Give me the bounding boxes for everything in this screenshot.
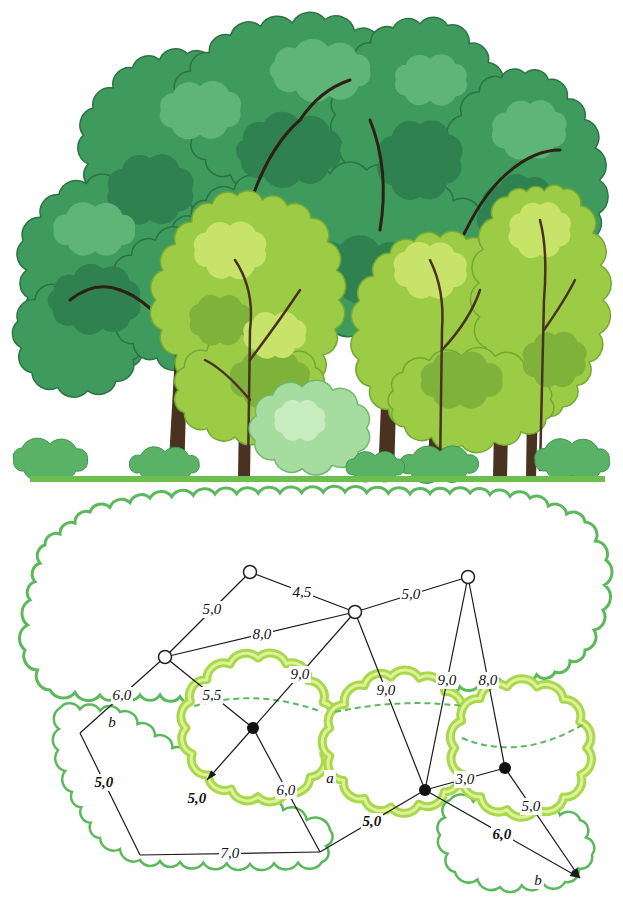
distance-label: 3,0 <box>454 771 477 788</box>
light-crown-shade <box>421 351 503 408</box>
distance-label: 5,0 <box>400 586 423 603</box>
measure-line <box>165 612 355 657</box>
arrow-head <box>572 868 581 878</box>
young-tree-point <box>419 784 431 796</box>
crown-shade <box>377 120 463 200</box>
light-crown-shade <box>523 332 587 388</box>
bush-highlight <box>274 400 325 441</box>
distance-label: 6,0 <box>111 687 134 704</box>
tree-branch <box>500 150 560 180</box>
tree-branch <box>300 80 350 120</box>
measure-line <box>80 733 140 855</box>
measure-line <box>320 790 425 852</box>
crown-highlight <box>160 81 241 139</box>
light-tree-branch <box>544 280 575 330</box>
tree-picture <box>12 12 611 483</box>
young-tree-point <box>499 762 511 774</box>
light-tree-branch <box>442 290 480 350</box>
light-tree-branch <box>205 360 250 400</box>
distance-label: 9,0 <box>289 666 312 683</box>
distance-label: 6,0 <box>275 782 298 799</box>
measure-line <box>425 577 468 790</box>
crown-plan <box>19 486 612 892</box>
measure-line <box>355 577 468 612</box>
ground-shrub <box>535 439 610 482</box>
measure-line <box>505 768 580 878</box>
tree-branch <box>370 120 383 230</box>
tree-branch <box>70 287 120 300</box>
area-letter: b <box>106 714 118 731</box>
distance-label: 6,0 <box>491 826 514 843</box>
area-letter: a <box>324 770 336 787</box>
young-crown-ring-inner <box>450 679 591 817</box>
ground-shrub <box>13 438 87 481</box>
light-tree-branch <box>250 290 300 360</box>
old-tree-point <box>159 651 172 664</box>
light-crown-highlight <box>194 222 267 280</box>
distance-label: 5,0 <box>186 790 209 807</box>
distance-label: 5,0 <box>93 774 116 791</box>
old-tree-point <box>462 571 475 584</box>
distance-label: 8,0 <box>251 626 274 643</box>
distance-label: 5,0 <box>361 813 384 830</box>
old-tree-point <box>349 606 362 619</box>
distance-label: 5,5 <box>201 687 224 704</box>
distance-label: 4,5 <box>291 584 314 601</box>
distance-label: 7,0 <box>219 845 242 862</box>
crown-highlight <box>270 39 371 102</box>
measure-line <box>425 790 580 878</box>
measure-line <box>165 657 253 728</box>
light-crown-highlight <box>509 202 571 258</box>
measure-line <box>165 572 250 657</box>
distance-label: 8,0 <box>477 672 500 689</box>
distance-label: 9,0 <box>375 682 398 699</box>
measure-line <box>468 577 505 768</box>
crown-highlight <box>53 202 135 255</box>
young-crown-ring <box>450 679 591 817</box>
hidden-outline <box>462 724 584 747</box>
light-tree-branch <box>430 260 443 470</box>
hidden-outline <box>335 703 462 712</box>
light-crown-highlight <box>394 242 467 299</box>
crown-highlight <box>395 54 467 105</box>
ground-line <box>30 476 605 482</box>
young-crown-ring-inner <box>181 653 336 802</box>
light-tree-branch <box>235 260 251 470</box>
light-crown-shade <box>189 295 252 345</box>
distance-label: 9,0 <box>436 672 459 689</box>
young-tree-point <box>247 722 259 734</box>
old-tree-point <box>244 566 257 579</box>
crown-shade <box>48 264 141 335</box>
measure-line <box>253 728 320 852</box>
measure-line <box>80 657 165 733</box>
distance-label: 5,0 <box>201 601 224 618</box>
light-tree-branch <box>540 220 545 470</box>
measure-line <box>425 768 505 790</box>
measure-line <box>207 728 253 780</box>
crown-shade <box>236 112 341 188</box>
distance-label: 5,0 <box>520 798 543 815</box>
measure-line <box>250 572 355 612</box>
young-crown-ring <box>181 653 336 802</box>
area-letter: b <box>532 872 544 889</box>
measure-line <box>355 612 425 790</box>
light-crown-highlight <box>243 312 306 359</box>
arrow-head <box>207 770 216 780</box>
